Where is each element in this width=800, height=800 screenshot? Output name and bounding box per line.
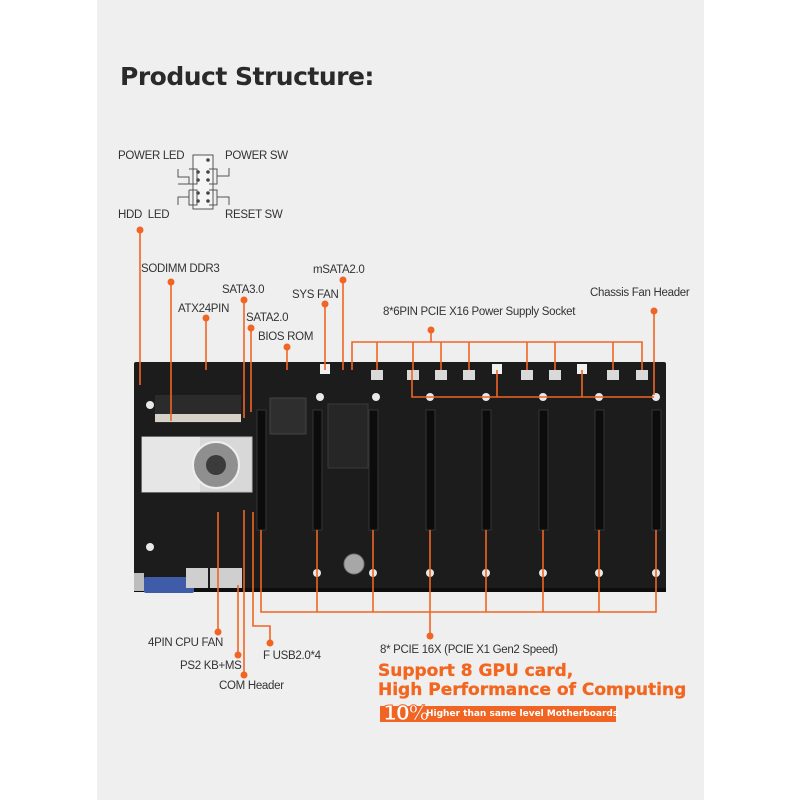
promo-line-1: Support 8 GPU card, xyxy=(378,661,574,681)
pcie-slot xyxy=(425,409,436,531)
callout-dots xyxy=(136,226,658,679)
label-pcie-power-socket: 8*6PIN PCIE X16 Power Supply Socket xyxy=(383,306,576,318)
mounting-hole xyxy=(146,401,154,409)
fan-header xyxy=(492,364,502,374)
label-power-led: POWER LED xyxy=(118,150,185,162)
label-msata: mSATA2.0 xyxy=(313,264,365,276)
label-bios-rom: BIOS ROM xyxy=(258,331,314,343)
label-reset-sw: RESET SW xyxy=(225,209,283,221)
label-pcie-slots: 8* PCIE 16X (PCIE X1 Gen2 Speed) xyxy=(380,644,558,656)
promo-percent: 10% xyxy=(383,701,430,726)
pcie-power-socket xyxy=(407,370,419,380)
promo-line-2: High Performance of Computing xyxy=(378,680,687,700)
callout-lines xyxy=(139,230,657,675)
pcie-power-socket xyxy=(521,370,533,380)
label-sata3: SATA3.0 xyxy=(222,284,265,296)
label-atx24pin: ATX24PIN xyxy=(178,303,230,315)
pcie-power-socket xyxy=(435,370,447,380)
pcie-slot xyxy=(368,409,379,531)
mounting-hole xyxy=(372,393,380,401)
pcie-slot xyxy=(651,409,662,531)
pcie-power-socket xyxy=(636,370,648,380)
front-panel-header-icon xyxy=(177,154,230,210)
pcie-slot xyxy=(538,409,549,531)
mounting-hole xyxy=(146,543,154,551)
label-com-header: COM Header xyxy=(219,680,284,692)
promo-subline: Higher than same level Motherboards xyxy=(426,709,619,719)
label-sodimm-ddr3: SODIMM DDR3 xyxy=(141,263,220,275)
pcie-slot xyxy=(312,409,323,531)
pcie-power-socket xyxy=(371,370,383,380)
pcie-slot xyxy=(256,409,267,531)
label-chassis-fan-header: Chassis Fan Header xyxy=(590,287,690,299)
fan-header xyxy=(577,364,587,374)
pcie-power-socket xyxy=(463,370,475,380)
pcie-slot xyxy=(481,409,492,531)
promo-banner xyxy=(380,706,616,722)
mounting-hole xyxy=(316,393,324,401)
label-power-sw: POWER SW xyxy=(225,150,288,162)
page-title: Product Structure: xyxy=(120,62,374,91)
label-ps2: PS2 KB+MS xyxy=(180,660,242,672)
pcie-power-socket xyxy=(549,370,561,380)
motherboard-image xyxy=(134,362,666,593)
label-sata2: SATA2.0 xyxy=(246,312,289,324)
label-sys-fan: SYS FAN xyxy=(292,289,339,301)
pcie-power-socket xyxy=(607,370,619,380)
label-hdd-led: HDD LED xyxy=(118,209,170,221)
label-cpu-fan: 4PIN CPU FAN xyxy=(148,637,224,649)
label-f-usb: F USB2.0*4 xyxy=(263,650,321,662)
pcie-slot xyxy=(594,409,605,531)
